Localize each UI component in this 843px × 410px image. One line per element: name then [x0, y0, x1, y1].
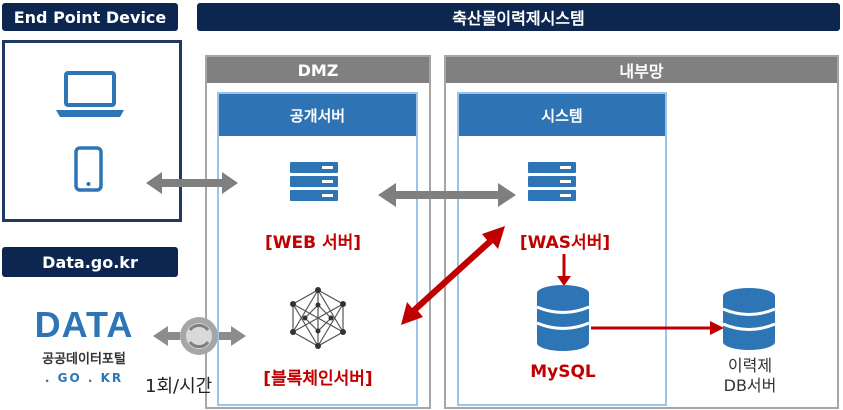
- history-db-icon: [722, 288, 776, 350]
- mysql-db-icon: [536, 285, 590, 351]
- history-db-label-line1: 이력제: [727, 356, 773, 375]
- dmz-zone-title: DMZ: [207, 57, 429, 83]
- system-title-label: 축산물이력제시스템: [197, 3, 840, 31]
- web-was-arrow: [378, 183, 516, 207]
- smartphone-icon: [74, 146, 103, 192]
- web-server-icon: [290, 162, 338, 201]
- public-server-title: 공개서버: [219, 94, 416, 136]
- data-go-kr-label: Data.go.kr: [2, 247, 178, 277]
- end-point-device-label: End Point Device: [2, 3, 178, 31]
- device-web-arrow: [146, 172, 238, 194]
- laptop-icon: [56, 71, 124, 117]
- sync-icon: [180, 317, 218, 355]
- was-blockchain-arrow: [401, 226, 505, 325]
- public-data-portal-logo: DATA 공공데이터포털 . GO . KR: [14, 306, 154, 396]
- portal-domain: . GO . KR: [44, 371, 124, 385]
- portal-logo-text: DATA: [34, 304, 134, 345]
- system-title: 시스템: [459, 94, 665, 136]
- mysql-label: MySQL: [530, 362, 596, 382]
- system-box: 시스템: [457, 92, 667, 406]
- history-db-label-line2: DB서버: [723, 376, 777, 395]
- blockchain-network-icon: [290, 287, 346, 349]
- mysql-history-db-arrow: [591, 321, 724, 335]
- public-server-box: 공개서버: [217, 92, 418, 406]
- was-server-label: [WAS서버]: [519, 233, 611, 253]
- sync-frequency-label: 1회/시간: [145, 376, 213, 397]
- history-db-label: 이력제 DB서버: [700, 356, 800, 396]
- was-mysql-arrow: [557, 254, 571, 286]
- internal-zone-title: 내부망: [446, 57, 837, 83]
- was-server-icon: [528, 162, 576, 201]
- web-server-label: [WEB 서버]: [264, 233, 362, 253]
- portal-name: 공공데이터포털: [42, 352, 126, 367]
- portal-blockchain-arrow: [153, 326, 246, 346]
- blockchain-server-label: [블록체인서버]: [263, 369, 373, 389]
